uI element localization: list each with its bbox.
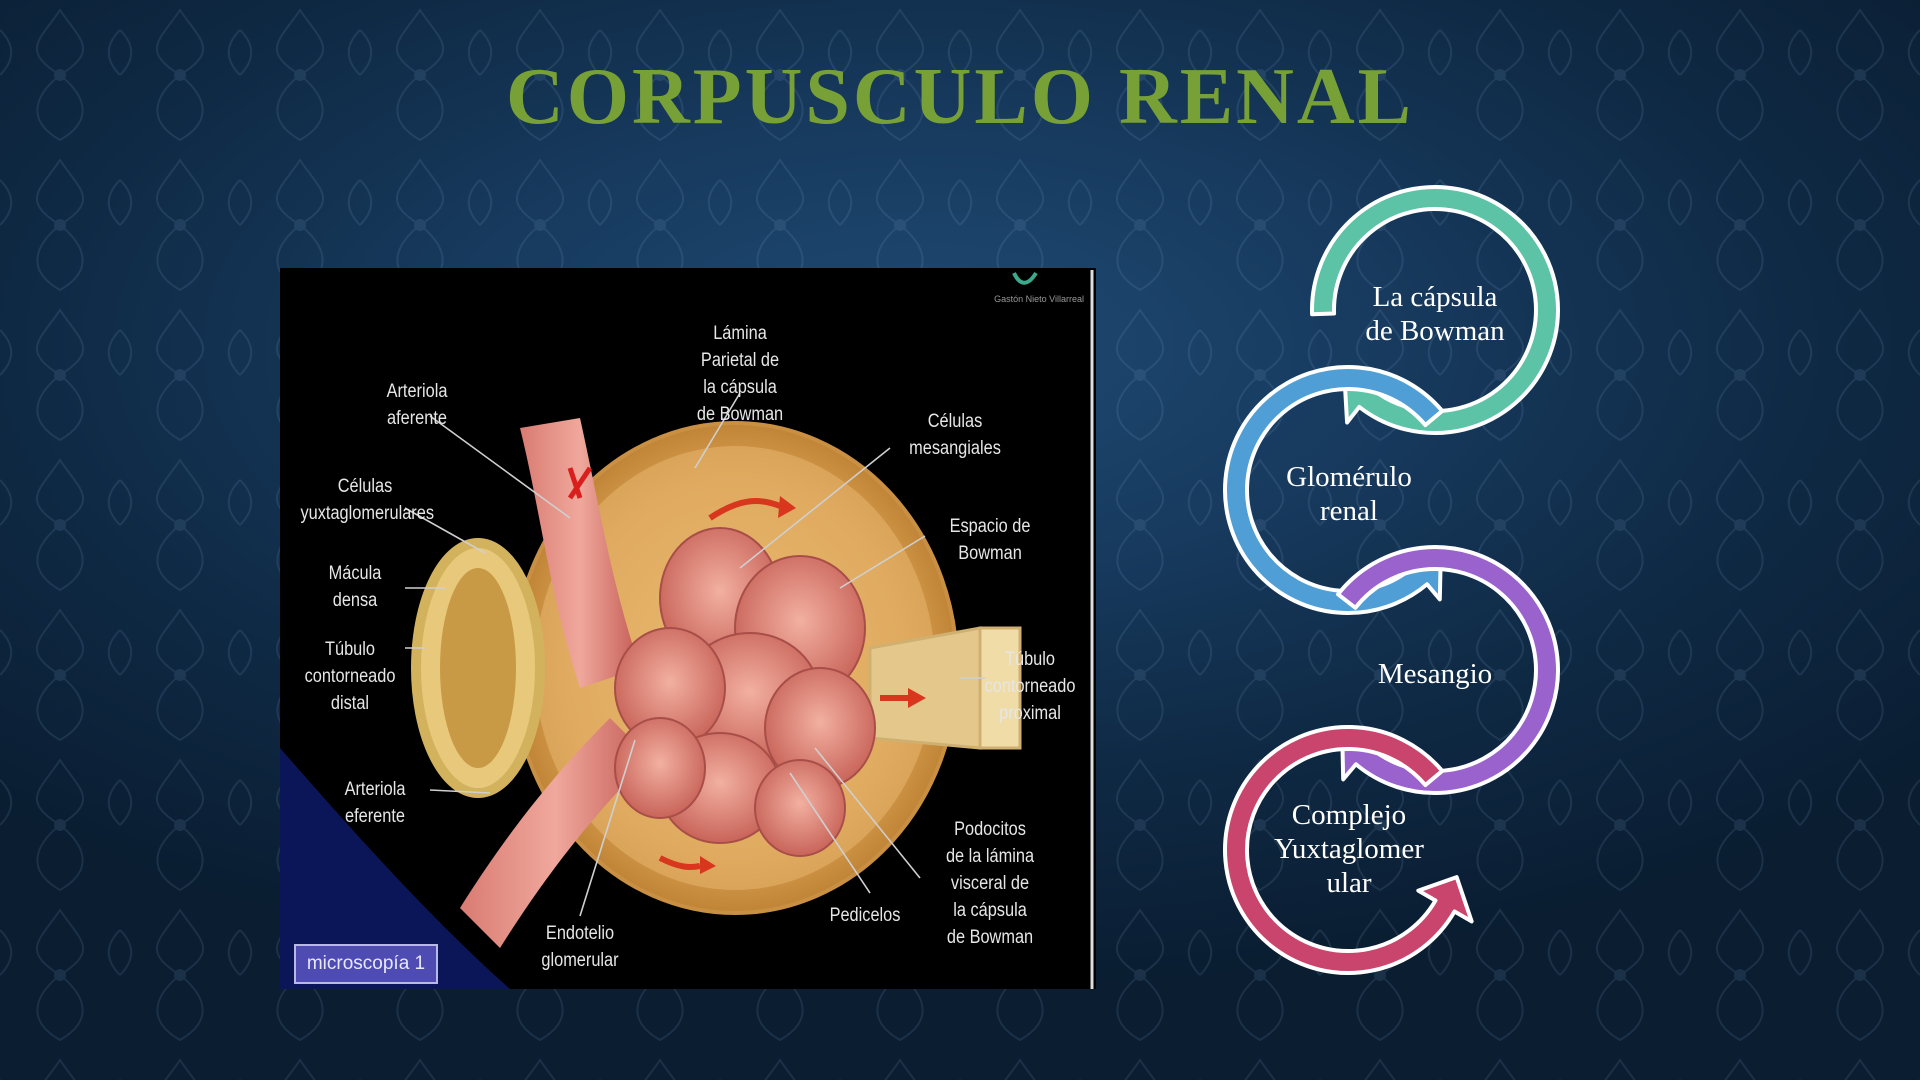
slide-title: CORPUSCULO RENAL <box>505 53 1415 141</box>
renal-corpuscle-illustration <box>280 270 1094 989</box>
label-celulas-yuxtaglomerulares: Células yuxtaglomerulares <box>300 476 435 524</box>
process-cycle: La cápsula de Bowman Glomérulo renal Mes… <box>1200 170 1600 1010</box>
cycle-arrows <box>1223 185 1560 975</box>
label-podocitos: Podocitos de la lámina visceral de la cá… <box>945 819 1035 948</box>
step-capsula-bowman: La cápsula de Bowman <box>1365 281 1505 347</box>
label-pedicelos: Pedicelos <box>829 905 901 926</box>
label-celulas-mesangiales: Células mesangiales <box>909 411 1001 459</box>
label-espacio-bowman: Espacio de Bowman <box>949 516 1031 564</box>
microscopia-badge: microscopía 1 <box>294 944 438 984</box>
cycle-arrow-1 <box>1310 185 1560 435</box>
cycle-arrow-4 <box>1223 725 1474 975</box>
step-mesangio: Mesangio <box>1377 658 1493 690</box>
cycle-arrow-2 <box>1223 365 1445 615</box>
renal-corpuscle-diagram: Arteriola aferente Lámina Parietal de la… <box>280 268 1096 989</box>
image-credit: Gastón Nieto Villarreal <box>994 294 1084 304</box>
label-tubulo-distal: Túbulo contorneado distal <box>304 639 396 714</box>
label-tubulo-proximal: Túbulo contorneado proximal <box>984 649 1076 724</box>
label-endotelio: Endotelio glomerular <box>541 923 619 971</box>
label-lamina-parietal: Lámina Parietal de la cápsula de Bowman <box>696 323 784 425</box>
label-arteriola-eferente: Arteriola eferente <box>344 779 406 827</box>
step-complejo-yuxtaglomerular: Complejo Yuxtaglomer ular <box>1274 799 1424 899</box>
step-glomerulo-renal: Glomérulo renal <box>1286 461 1412 527</box>
label-macula-densa: Mácula densa <box>328 563 382 611</box>
label-arteriola-aferente: Arteriola aferente <box>386 381 448 429</box>
cycle-arrow-3 <box>1336 545 1560 795</box>
